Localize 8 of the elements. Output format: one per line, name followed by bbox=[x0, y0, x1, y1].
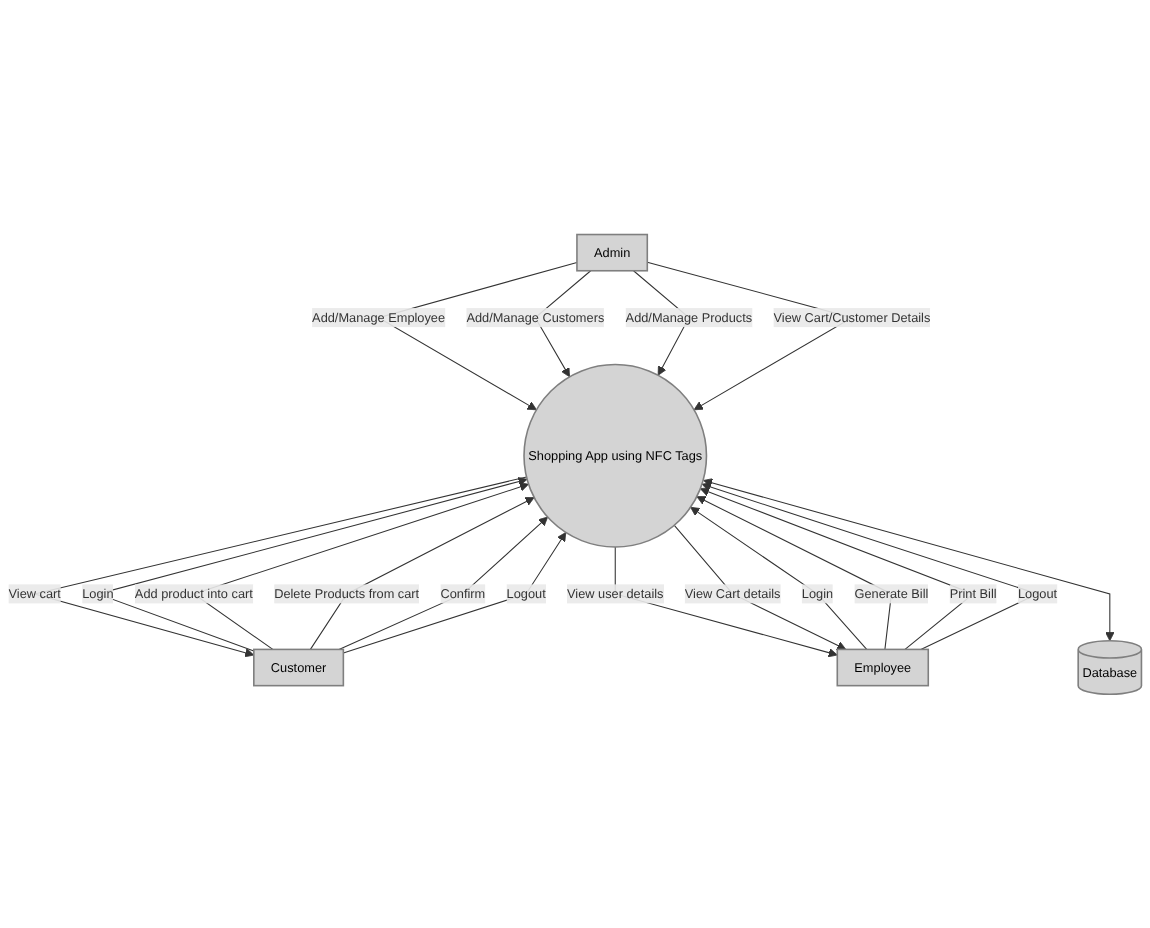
arrow bbox=[338, 516, 549, 650]
arrow bbox=[614, 546, 838, 657]
arrow bbox=[696, 495, 892, 650]
arrow bbox=[342, 531, 567, 654]
arrow bbox=[309, 496, 535, 650]
arrow bbox=[703, 477, 1115, 641]
arrow bbox=[673, 524, 847, 650]
arrow bbox=[690, 506, 868, 650]
